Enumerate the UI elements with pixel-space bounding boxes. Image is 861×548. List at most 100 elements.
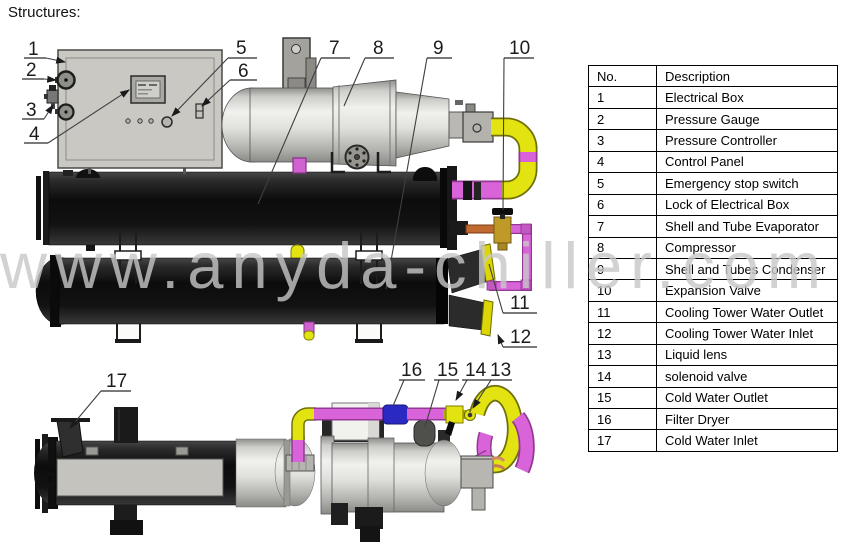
callout-14-label: 14 bbox=[465, 360, 487, 381]
table-cell-description: Pressure Controller bbox=[656, 129, 838, 152]
callout-13: 13 bbox=[472, 360, 512, 409]
condenser-drain-stub bbox=[303, 321, 315, 341]
table-cell-description: Emergency stop switch bbox=[656, 172, 838, 195]
compressor bbox=[221, 37, 494, 174]
table-cell-description: Shell and Tube Evaporator bbox=[656, 215, 838, 238]
copper-pipe bbox=[465, 224, 497, 234]
table-header-row: No. Description bbox=[588, 64, 838, 88]
table-cell-no: 15 bbox=[588, 386, 657, 410]
pressure-gauge-low bbox=[55, 103, 75, 121]
table-cell-no: 16 bbox=[588, 407, 657, 431]
shell-brackets bbox=[114, 229, 383, 284]
callout-15: 15 bbox=[424, 360, 459, 428]
table-cell-no: 9 bbox=[588, 257, 657, 281]
evaporator-name-panel bbox=[56, 458, 224, 497]
callout-1-label: 1 bbox=[28, 39, 39, 60]
callout-10-label: 10 bbox=[509, 38, 530, 59]
indicator-light bbox=[125, 118, 131, 124]
solenoid-valve bbox=[443, 405, 466, 436]
callout-6: 6 bbox=[201, 61, 257, 107]
table-cell-no: 6 bbox=[588, 193, 657, 217]
callout-12-label: 12 bbox=[510, 327, 531, 348]
callout-17: 17 bbox=[69, 371, 131, 429]
pressure-controller bbox=[44, 85, 59, 109]
callout-5-label: 5 bbox=[236, 38, 247, 59]
table-cell-description: Filter Dryer bbox=[656, 407, 838, 431]
table-cell-no: 1 bbox=[588, 86, 657, 109]
table-cell-no: 4 bbox=[588, 150, 657, 174]
callout-7: 7 bbox=[257, 38, 350, 205]
indicator-light bbox=[148, 118, 154, 124]
callout-8-label: 8 bbox=[373, 38, 384, 59]
junction-box bbox=[460, 455, 506, 511]
callout-9: 9 bbox=[385, 38, 452, 290]
electrical-box bbox=[44, 49, 223, 178]
electrical-box-lock[interactable] bbox=[195, 103, 204, 119]
table-cell-no: 7 bbox=[588, 215, 657, 238]
top-view bbox=[35, 37, 538, 343]
table-cell-no: 11 bbox=[588, 300, 657, 324]
callout-16-label: 16 bbox=[401, 360, 422, 381]
callout-15-label: 15 bbox=[437, 360, 458, 381]
compressor-bottom-view bbox=[320, 402, 464, 542]
table-header-no: No. bbox=[588, 64, 657, 88]
liquid-line-piping bbox=[291, 384, 535, 511]
callout-14: 14 bbox=[455, 360, 487, 401]
emergency-stop-switch[interactable] bbox=[161, 116, 173, 128]
table-cell-no: 8 bbox=[588, 236, 657, 259]
table-cell-description: Lock of Electrical Box bbox=[656, 193, 838, 217]
callout-10: 10 bbox=[502, 38, 534, 211]
evaporator-foot bbox=[110, 505, 143, 535]
callout-4-label: 4 bbox=[29, 124, 40, 145]
callouts: 1 2 3 4 5 bbox=[22, 38, 537, 429]
callout-16: 16 bbox=[392, 360, 425, 407]
table-cell-description: Cooling Tower Water Inlet bbox=[656, 322, 838, 345]
callout-12: 12 bbox=[497, 327, 537, 348]
table-cell-no: 12 bbox=[588, 322, 657, 345]
control-panel[interactable] bbox=[130, 75, 166, 104]
table-cell-description: Pressure Gauge bbox=[656, 107, 838, 131]
callout-13-label: 13 bbox=[490, 360, 511, 381]
shell-and-tubes-condenser bbox=[35, 243, 496, 337]
expansion-valve-body bbox=[493, 216, 512, 244]
expansion-valve-assembly bbox=[450, 208, 532, 291]
table-cell-no: 2 bbox=[588, 107, 657, 131]
table-cell-description: Liquid lens bbox=[656, 343, 838, 367]
table-cell-description: Cooling Tower Water Outlet bbox=[656, 300, 838, 324]
shell-and-tube-evaporator bbox=[36, 166, 457, 251]
callout-2: 2 bbox=[22, 60, 58, 83]
table-cell-no: 5 bbox=[588, 172, 657, 195]
table-cell-no: 17 bbox=[588, 429, 657, 452]
table-header-description: Description bbox=[656, 64, 838, 88]
callout-1: 1 bbox=[24, 39, 67, 64]
table-cell-no: 3 bbox=[588, 129, 657, 152]
table-cell-no: 10 bbox=[588, 279, 657, 302]
table-cell-description: Cold Water Outlet bbox=[656, 386, 838, 410]
callout-3-label: 3 bbox=[26, 100, 37, 121]
table-cell-description: Expansion Valve bbox=[656, 279, 838, 302]
cooling-tower-water-inlet-flange bbox=[480, 299, 494, 337]
page-title: Structures: bbox=[8, 4, 81, 21]
pressure-gauge-high bbox=[55, 70, 76, 90]
evaporator-bracket bbox=[114, 407, 138, 443]
indicator-light bbox=[137, 118, 143, 124]
discharge-piping bbox=[452, 117, 538, 200]
discharge-block bbox=[462, 111, 494, 143]
